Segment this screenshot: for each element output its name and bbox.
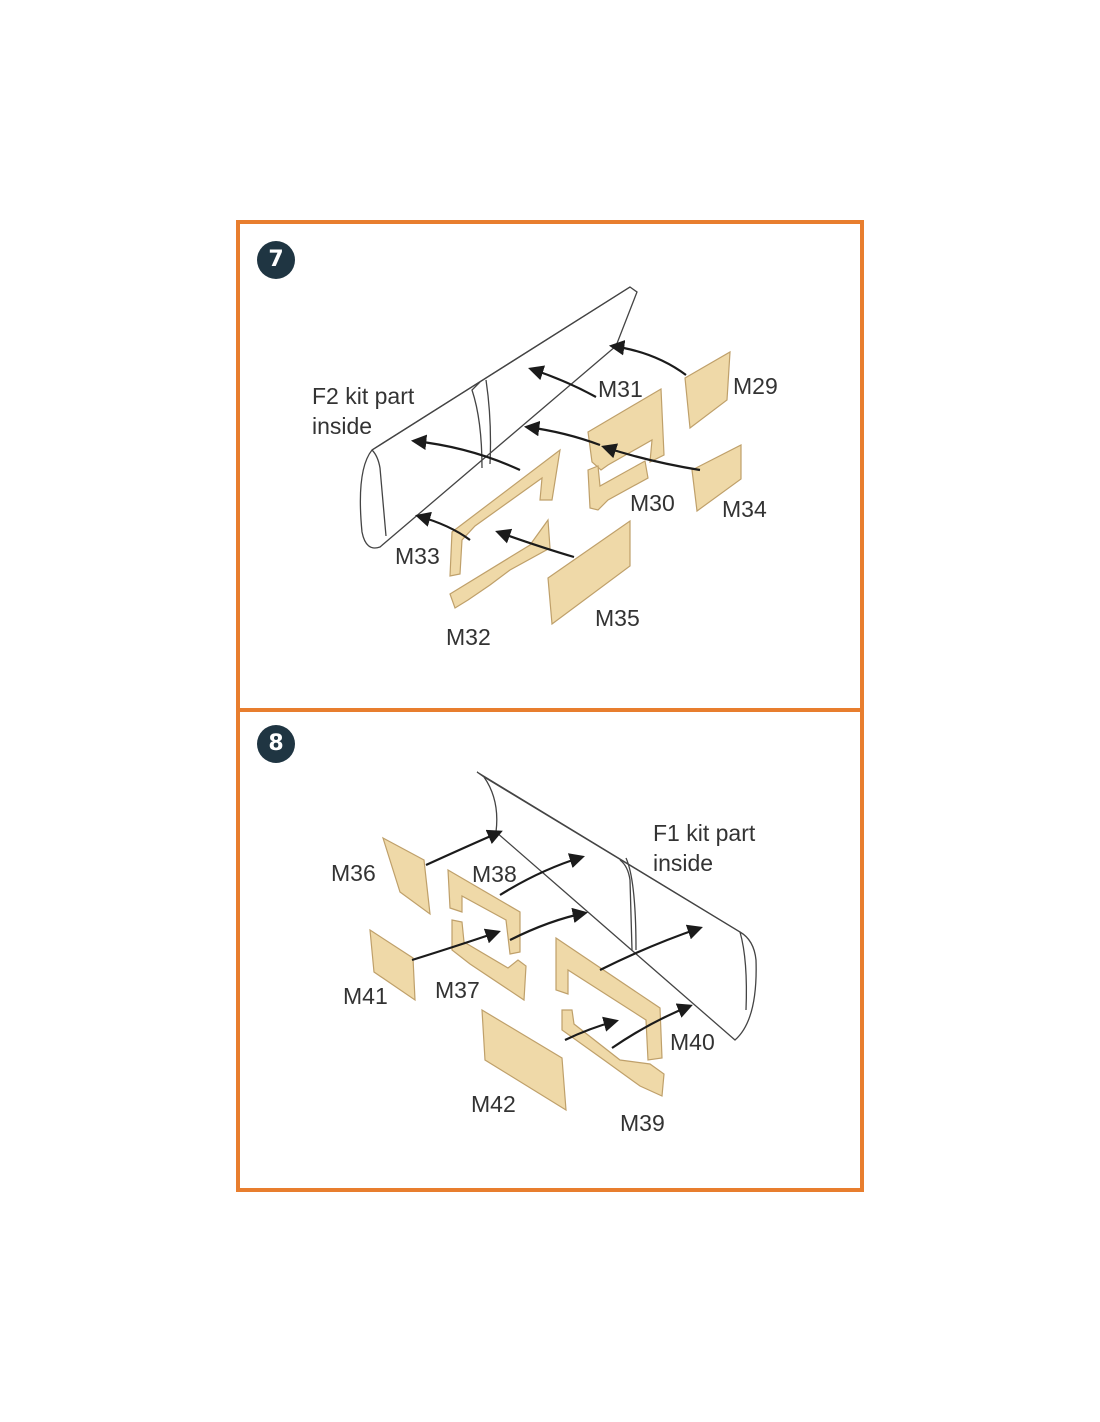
label-m36: M36 bbox=[331, 860, 376, 886]
part-m36 bbox=[381, 836, 431, 916]
part-m29 bbox=[684, 350, 731, 430]
label-m37: M37 bbox=[435, 977, 480, 1003]
label-m35: M35 bbox=[595, 605, 640, 631]
step-7-note: F2 kit part inside bbox=[312, 381, 414, 441]
note-line: inside bbox=[653, 850, 714, 876]
part-m30 bbox=[587, 460, 649, 511]
step-7-parts bbox=[449, 350, 742, 626]
label-m38: M38 bbox=[472, 861, 517, 887]
step-8-parts bbox=[369, 836, 665, 1112]
label-m34: M34 bbox=[722, 496, 767, 522]
label-m32: M32 bbox=[446, 624, 491, 650]
label-m31: M31 bbox=[598, 376, 643, 402]
label-m41: M41 bbox=[343, 983, 388, 1009]
part-m34 bbox=[691, 444, 742, 513]
part-m35 bbox=[547, 519, 631, 626]
step-8-badge: 8 bbox=[257, 725, 295, 763]
label-m30: M30 bbox=[630, 490, 675, 516]
part-m37 bbox=[451, 919, 527, 1002]
step-8-note: F1 kit part inside bbox=[653, 818, 755, 878]
label-m40: M40 bbox=[670, 1029, 715, 1055]
part-m40 bbox=[555, 936, 663, 1061]
note-line: F1 kit part bbox=[653, 820, 756, 846]
part-m41 bbox=[369, 928, 416, 1002]
fuselage-panel-f2 bbox=[359, 286, 638, 549]
fuselage-panel-f1 bbox=[476, 771, 757, 1041]
part-m42 bbox=[481, 1008, 567, 1112]
step-8-arrows bbox=[411, 829, 703, 1049]
label-m29: M29 bbox=[733, 373, 778, 399]
part-m33 bbox=[449, 448, 561, 577]
step-7-badge: 7 bbox=[257, 241, 295, 279]
part-m39 bbox=[561, 1009, 665, 1097]
part-m32 bbox=[449, 518, 551, 609]
note-line: F2 kit part bbox=[312, 383, 415, 409]
note-line: inside bbox=[312, 413, 373, 439]
label-m33: M33 bbox=[395, 543, 440, 569]
step-divider bbox=[240, 708, 860, 712]
label-m39: M39 bbox=[620, 1110, 665, 1136]
instruction-frame bbox=[236, 220, 864, 1192]
step-7-arrows bbox=[410, 340, 701, 559]
label-m42: M42 bbox=[471, 1091, 516, 1117]
part-m38 bbox=[447, 868, 521, 955]
